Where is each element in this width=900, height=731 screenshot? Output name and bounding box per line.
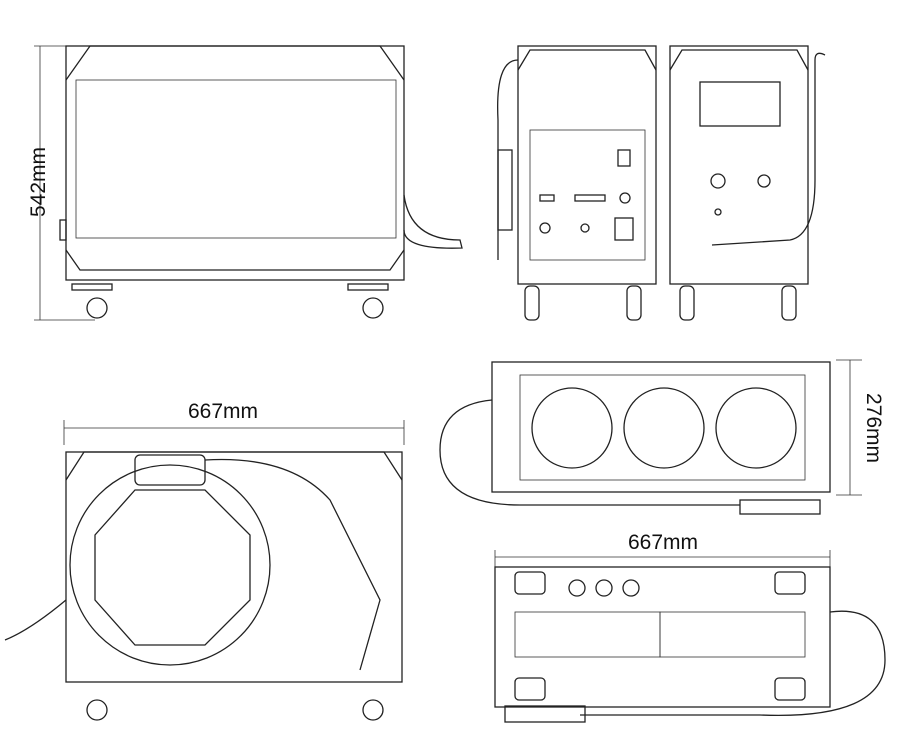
fan-view [439,359,862,515]
top-width-dimension-label: 667mm [628,531,699,554]
side-view [34,45,463,321]
front-width-dimension-label: 667mm [188,400,259,423]
depth-dimension-label: 276mm [862,392,885,464]
caster-left [71,283,113,319]
caster-right [347,283,389,319]
front-view [669,45,826,321]
height-dimension-label: 542mm [27,146,50,218]
bottom-view [494,550,886,723]
reel-view [4,420,405,721]
back-view [497,45,657,321]
